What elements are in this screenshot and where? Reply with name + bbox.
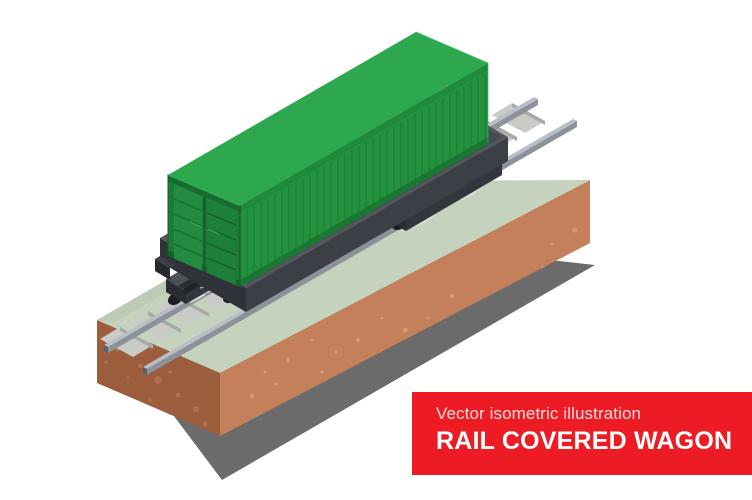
soil-face-right bbox=[220, 180, 590, 436]
caption-title: RAIL COVERED WAGON bbox=[436, 427, 733, 455]
container-right-face bbox=[240, 63, 488, 287]
caption-banner: Vector isometric illustration RAIL COVER… bbox=[412, 392, 752, 475]
container-doors bbox=[168, 175, 240, 287]
container-top-face bbox=[168, 32, 488, 206]
container-edges bbox=[167, 31, 489, 288]
wagon-buffers bbox=[155, 256, 175, 280]
shipping-container bbox=[167, 31, 489, 288]
caption-subtitle: Vector isometric illustration bbox=[436, 404, 642, 423]
container-corrugations bbox=[240, 63, 488, 287]
